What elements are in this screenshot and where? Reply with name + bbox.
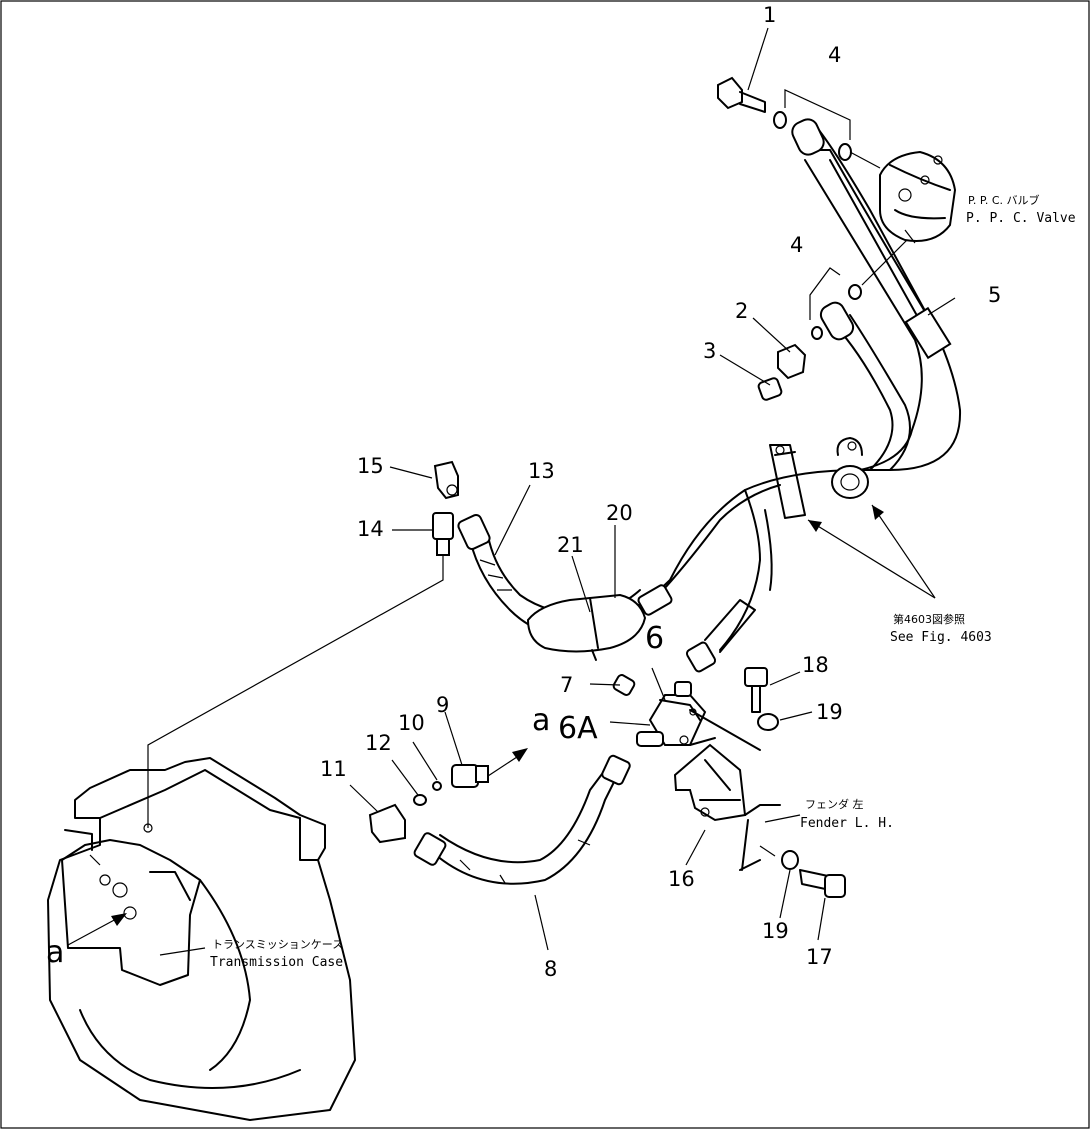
callout-18: 18 — [802, 653, 829, 677]
ppc-valve-label-jp: P. P. C. バルブ — [968, 193, 1040, 207]
callout-21: 21 — [557, 533, 584, 557]
fitting-9 — [451, 764, 489, 788]
callout-12: 12 — [365, 731, 392, 755]
see-fig-label-jp: 第4603図参照 — [893, 612, 965, 626]
washer-19a — [757, 713, 779, 731]
transmission-case — [47, 757, 356, 1121]
fitting-7 — [612, 674, 636, 696]
bolt-18 — [744, 667, 768, 713]
leader-14 — [147, 556, 444, 828]
see-fig-label-en: See Fig. 4603 — [890, 630, 992, 645]
port-a-lower: a — [46, 935, 64, 970]
callout-11: 11 — [320, 757, 347, 781]
callout-20: 20 — [606, 501, 633, 525]
fitting-11 — [368, 803, 406, 844]
callout-numbers: 1 2 3 4 4 5 6 6A 7 8 9 10 11 12 13 14 15… — [320, 3, 1001, 981]
fitting-3 — [757, 377, 783, 401]
callout-leaders — [67, 27, 956, 956]
ppc-valve-label-en: P. P. C. Valve — [966, 211, 1076, 226]
callout-6a: 6A — [558, 711, 598, 746]
bolt-17 — [799, 869, 846, 898]
callout-6: 6 — [645, 621, 664, 656]
oring-4b — [838, 143, 852, 161]
hose-20 — [629, 301, 911, 651]
ball-10 — [432, 781, 442, 791]
callout-8: 8 — [544, 957, 557, 981]
bracket-4b — [809, 267, 841, 320]
callout-1: 1 — [763, 3, 776, 27]
ppc-valve — [849, 150, 957, 242]
bolt-leader — [759, 845, 776, 857]
callout-9: 9 — [436, 693, 449, 717]
transmission-label-jp: トランスミッションケース — [212, 938, 343, 951]
oring-4d — [848, 284, 862, 300]
callout-2: 2 — [735, 299, 748, 323]
callout-5: 5 — [988, 283, 1001, 307]
fitting-15 — [433, 460, 459, 500]
bracket-4a — [784, 89, 851, 140]
callout-10: 10 — [398, 711, 425, 735]
bracket-16 — [673, 743, 747, 822]
callout-19a: 19 — [816, 700, 843, 724]
hose-5 — [791, 118, 962, 471]
callout-3: 3 — [703, 339, 716, 363]
oring-4c — [811, 326, 823, 340]
callout-19b: 19 — [762, 919, 789, 943]
callout-14: 14 — [357, 517, 384, 541]
valve-block-6 — [636, 681, 761, 751]
callout-7: 7 — [560, 673, 573, 697]
clamps — [769, 437, 869, 519]
fender-label-jp: フェンダ 左 — [805, 797, 864, 811]
fender-label-en: Fender L. H. — [800, 816, 894, 831]
fitting-2 — [777, 343, 807, 380]
hose-end — [704, 599, 756, 653]
transmission-label-en: Transmission Case — [210, 955, 343, 970]
fender — [739, 804, 781, 871]
hose-8 — [413, 754, 631, 885]
callout-16: 16 — [668, 867, 695, 891]
hose-nut — [685, 641, 717, 673]
callout-17: 17 — [806, 945, 833, 969]
washer-19b — [781, 850, 799, 870]
port-a-upper: a — [532, 703, 550, 738]
oring-4a — [773, 111, 787, 129]
fitting-14 — [432, 512, 454, 556]
valve-leader — [861, 234, 913, 286]
callout-4b: 4 — [790, 233, 803, 257]
bolt-1 — [717, 76, 766, 113]
callout-4a: 4 — [828, 43, 841, 67]
callout-13: 13 — [528, 459, 555, 483]
oring-12 — [413, 794, 427, 806]
hose-13 — [457, 513, 673, 661]
callout-15: 15 — [357, 454, 384, 478]
fender-leader — [764, 814, 801, 823]
